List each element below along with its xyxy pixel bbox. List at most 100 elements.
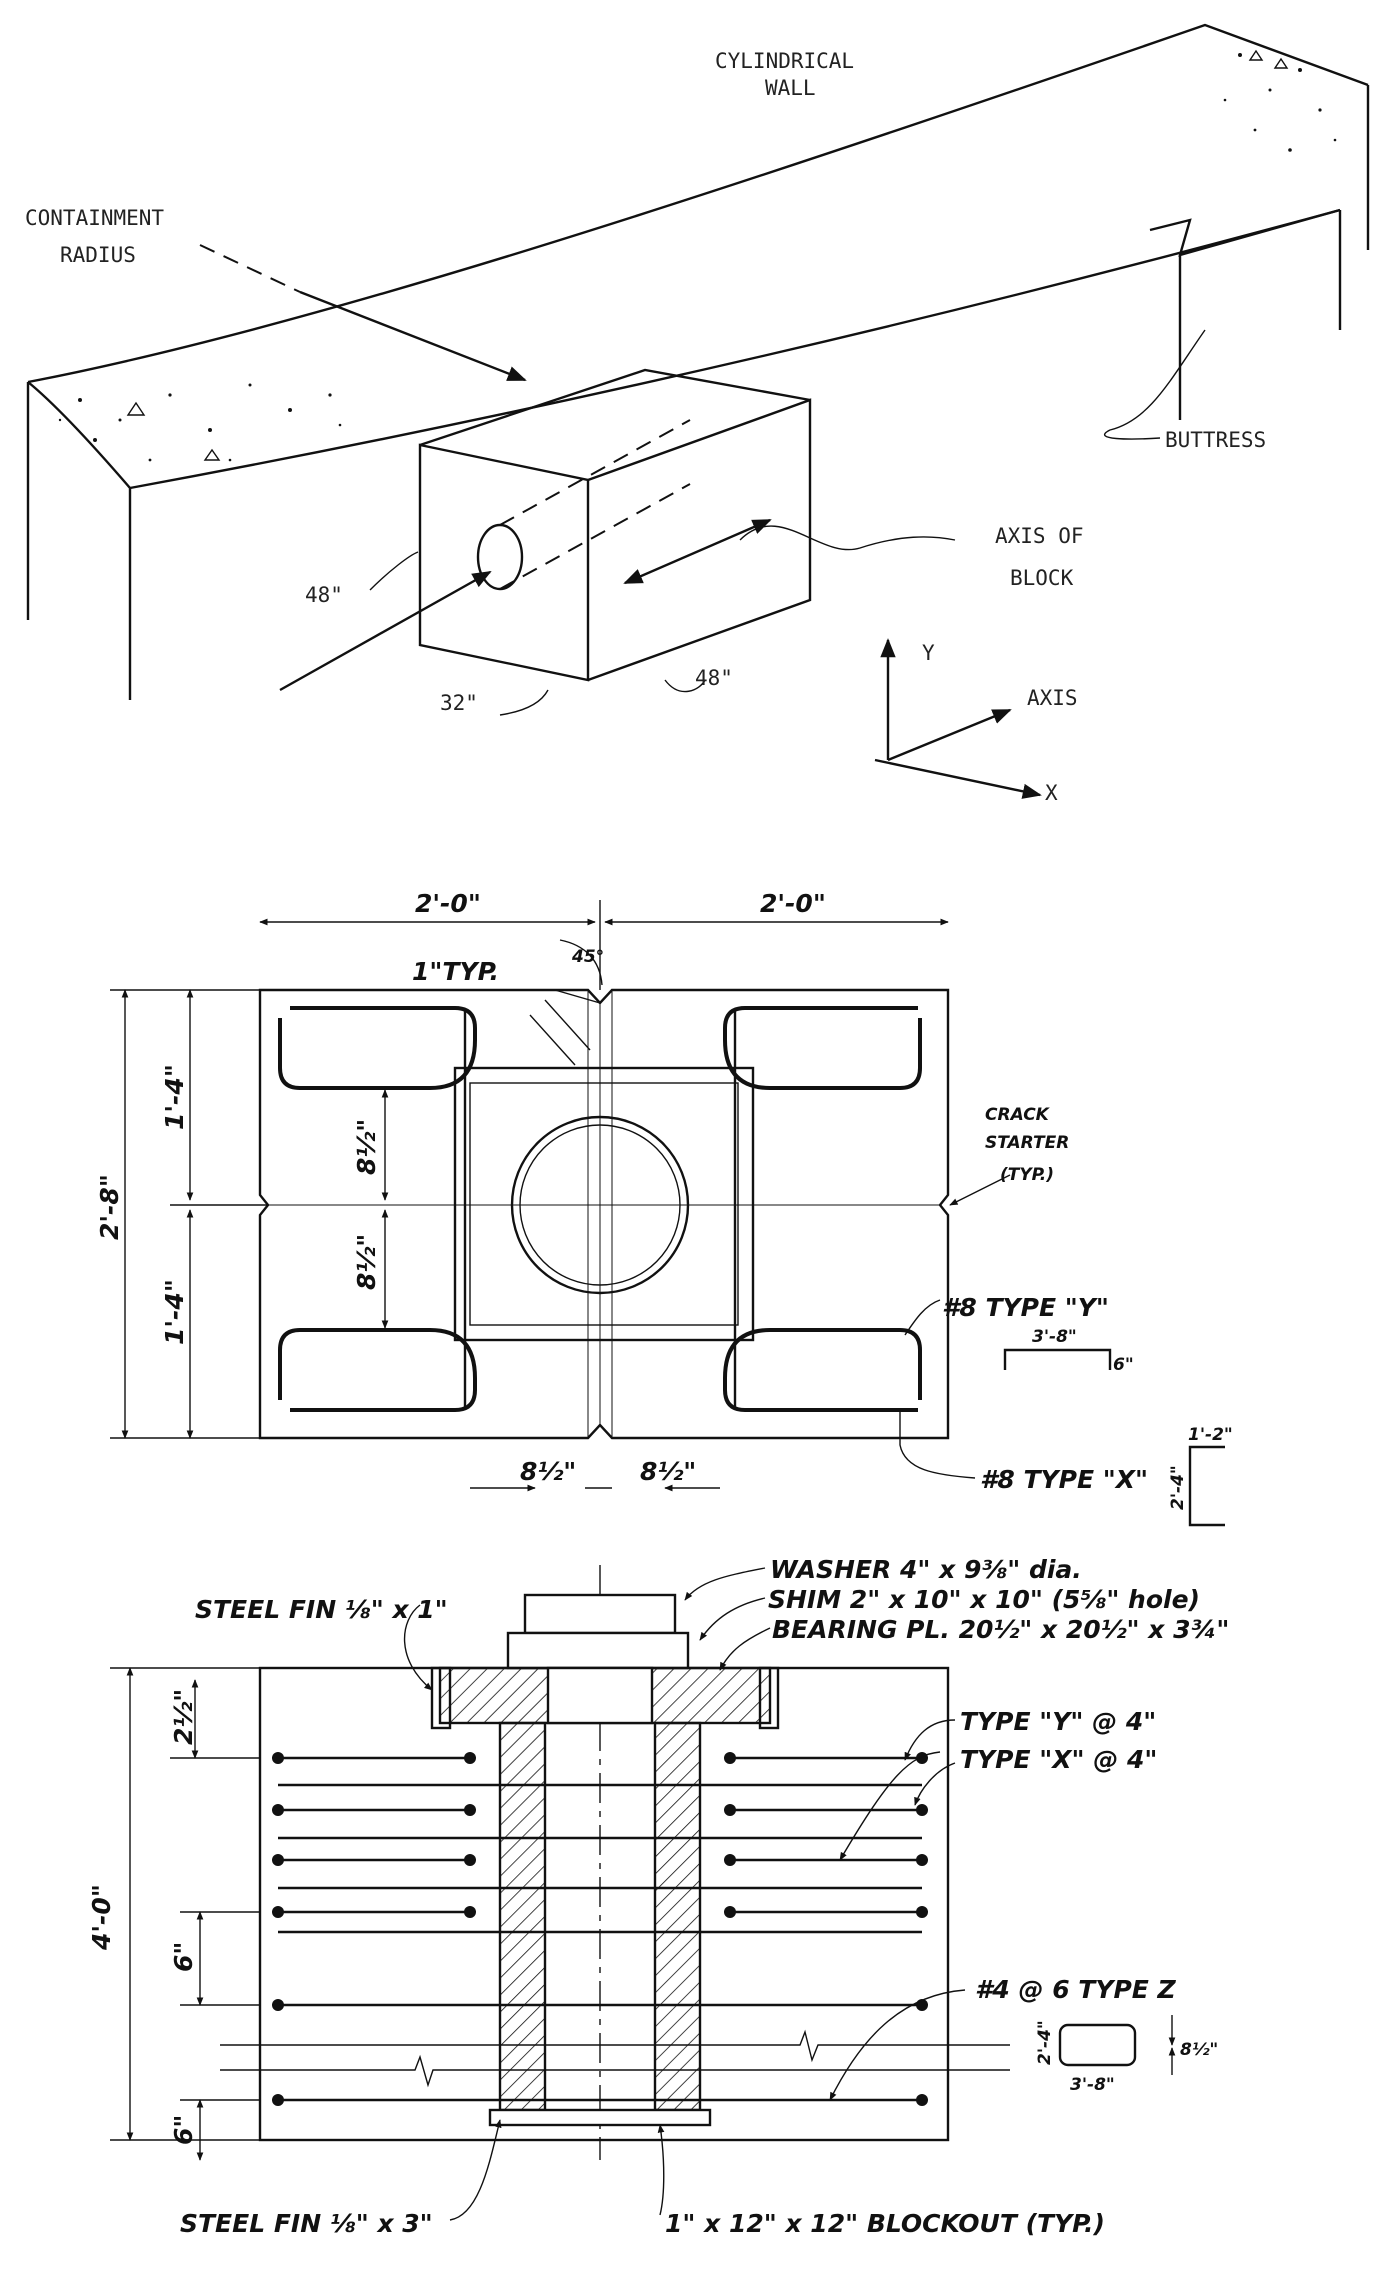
dim-45-leader: [559, 939, 603, 986]
washer-leader: [684, 1567, 766, 1601]
containment-radius-leader: [199, 244, 301, 293]
type-x-spacing-leader: [914, 1762, 956, 1806]
section-pipe-wall-right: [653, 1721, 702, 2112]
dim-32: 32": [440, 691, 478, 715]
section-shim: [506, 1631, 690, 1670]
dim-6-upper: 6": [169, 1942, 198, 1972]
coordinate-axes: [874, 638, 1042, 799]
bearing-leader: [719, 1627, 771, 1671]
plan-bearing-plate-inner: [469, 1082, 739, 1326]
section-steel-fin-top-right: [758, 1666, 780, 1730]
rebar-type-y-legs: [463, 1010, 737, 1408]
type-x-leader: [899, 1410, 976, 1479]
buttress-outline: [1149, 208, 1341, 420]
block-right-face: [587, 398, 812, 682]
section-bottom-blockout: [488, 2108, 712, 2127]
dim-upper: 1'-4": [160, 1064, 189, 1130]
type-z-dim-side: 2'-4": [1035, 2020, 1055, 2065]
buttress-leader: [1103, 329, 1206, 440]
section-steel-fin-top-left: [430, 1666, 452, 1730]
plan-bearing-plate: [453, 1066, 755, 1342]
dim-45: 45°: [571, 947, 604, 967]
section-break-line-lower: [220, 2054, 1010, 2088]
aggregate-mark: [203, 448, 221, 461]
axis-of-block-label-line1: AXIS OF: [995, 524, 1084, 548]
steel-fin-top-leader: [403, 1604, 433, 1691]
block-top-face: [419, 368, 811, 447]
dim-top-small: 2½": [169, 1689, 198, 1745]
plan-anchor-hole: [510, 1115, 690, 1295]
dim-height-total: 2'-8": [95, 1174, 124, 1240]
containment-radius-label-line1: CONTAINMENT: [25, 206, 164, 230]
isometric-view: CYLINDRICAL WALL CONTAINMENT RADIUS BUTT…: [25, 23, 1370, 805]
bearing-label: BEARING PL. 20½" x 20½" x 3¾": [772, 1615, 1229, 1644]
axis-y-label: Y: [922, 641, 935, 665]
anchor-hole: [476, 523, 524, 591]
dim-48-right-leader: [664, 679, 706, 693]
type-z-bar-symbol: [1058, 2023, 1137, 2067]
crack-starter-vertical: [587, 990, 613, 1438]
type-y-spacing: TYPE "Y" @ 4": [960, 1707, 1156, 1736]
wall-left-end: [26, 381, 132, 700]
containment-radius-label-line2: RADIUS: [60, 243, 136, 267]
buttress-label: BUTTRESS: [1165, 428, 1266, 452]
dim-32-leader: [499, 689, 549, 716]
containment-radius-arrow: [299, 290, 527, 382]
type-y-spacing-leader: [904, 1719, 956, 1761]
dim-lower: 1'-4": [160, 1279, 189, 1345]
dim-top-right: 2'-0": [760, 889, 826, 918]
plan-anchor-hole-inner: [519, 1124, 681, 1286]
steel-fin-top-label: STEEL FIN ⅛" x 1": [195, 1595, 448, 1624]
section-rebars-left: [272, 1752, 476, 1918]
type-y-bar-symbol: [1003, 1348, 1112, 1370]
blockout-label: 1" x 12" x 12" BLOCKOUT (TYP.): [665, 2209, 1105, 2238]
dim-48-left: 48": [305, 583, 343, 607]
type-y-label: #8 TYPE "Y": [942, 1293, 1109, 1322]
axis-x-label: X: [1045, 781, 1058, 805]
axis-of-block-label-line2: BLOCK: [1010, 566, 1074, 590]
rebar-type-x-top-right: [723, 1006, 922, 1090]
section-view: WASHER 4" x 9⅜" dia. SHIM 2" x 10" x 10"…: [87, 1555, 1229, 2238]
type-z-label: #4 @ 6 TYPE Z: [975, 1975, 1177, 2004]
steel-fin-bottom-label: STEEL FIN ⅛" x 3": [180, 2209, 433, 2238]
type-x-spacing: TYPE "X" @ 4": [960, 1745, 1157, 1774]
aggregate-mark: [1273, 57, 1289, 69]
rebar-type-x-bottom-left: [278, 1328, 477, 1412]
concrete-texture: [58, 53, 1337, 462]
wall-top-front-edge: [129, 208, 1341, 490]
section-pipe-wall-left: [498, 1721, 547, 2112]
washer-label: WASHER 4" x 9⅜" dia.: [770, 1555, 1082, 1584]
wall-top-back-edge: [27, 23, 1369, 384]
shim-label: SHIM 2" x 10" x 10" (5⅝" hole): [768, 1585, 1200, 1614]
dim-1in-typ-lines: [529, 989, 601, 1066]
dim-inner-lower: 8½": [352, 1234, 381, 1290]
dim-total-height: 4'-0": [87, 1884, 116, 1951]
rebar-type-x-bottom-right: [723, 1328, 922, 1412]
anchor-axis-line: [279, 570, 492, 692]
crack-starter-label-line2: STARTER: [985, 1133, 1069, 1153]
block-front-face: [418, 443, 590, 682]
dim-6-lower: 6": [169, 2115, 198, 2145]
cylindrical-wall-label-line1: CYLINDRICAL: [715, 49, 854, 73]
rebar-type-x-top-left: [278, 1006, 477, 1090]
type-y-dim-leg: 6": [1113, 1355, 1134, 1375]
section-rebars-right: [724, 1752, 928, 1918]
type-z-dim-bottom: 3'-8": [1070, 2075, 1115, 2095]
section-washer: [523, 1593, 677, 1635]
type-x-label: #8 TYPE "X": [980, 1465, 1148, 1494]
anchor-hole-hidden-line: [499, 483, 691, 590]
dim-48-right: 48": [695, 666, 733, 690]
axis-z-label: AXIS: [1027, 686, 1078, 710]
plan-view: 2'-0" 2'-0" 1"TYP. 45° 2'-8" 1'-4" 1'-4"…: [95, 889, 1233, 1527]
axis-of-block-leader: [739, 525, 956, 551]
section-break-line-upper: [220, 2029, 1010, 2063]
dim-bottom-left: 8½": [520, 1457, 576, 1486]
axis-of-block-arrow: [623, 518, 772, 585]
blockout-leader: [657, 2124, 665, 2216]
dim-inner-upper: 8½": [352, 1119, 381, 1175]
type-x-bar-symbol: [1188, 1445, 1225, 1527]
cylindrical-wall-label-line2: WALL: [765, 76, 816, 100]
type-z-dim-right: 8½": [1180, 2040, 1218, 2060]
dim-top-left: 2'-0": [415, 889, 481, 918]
type-x-dim-side: 2'-4": [1168, 1465, 1188, 1510]
